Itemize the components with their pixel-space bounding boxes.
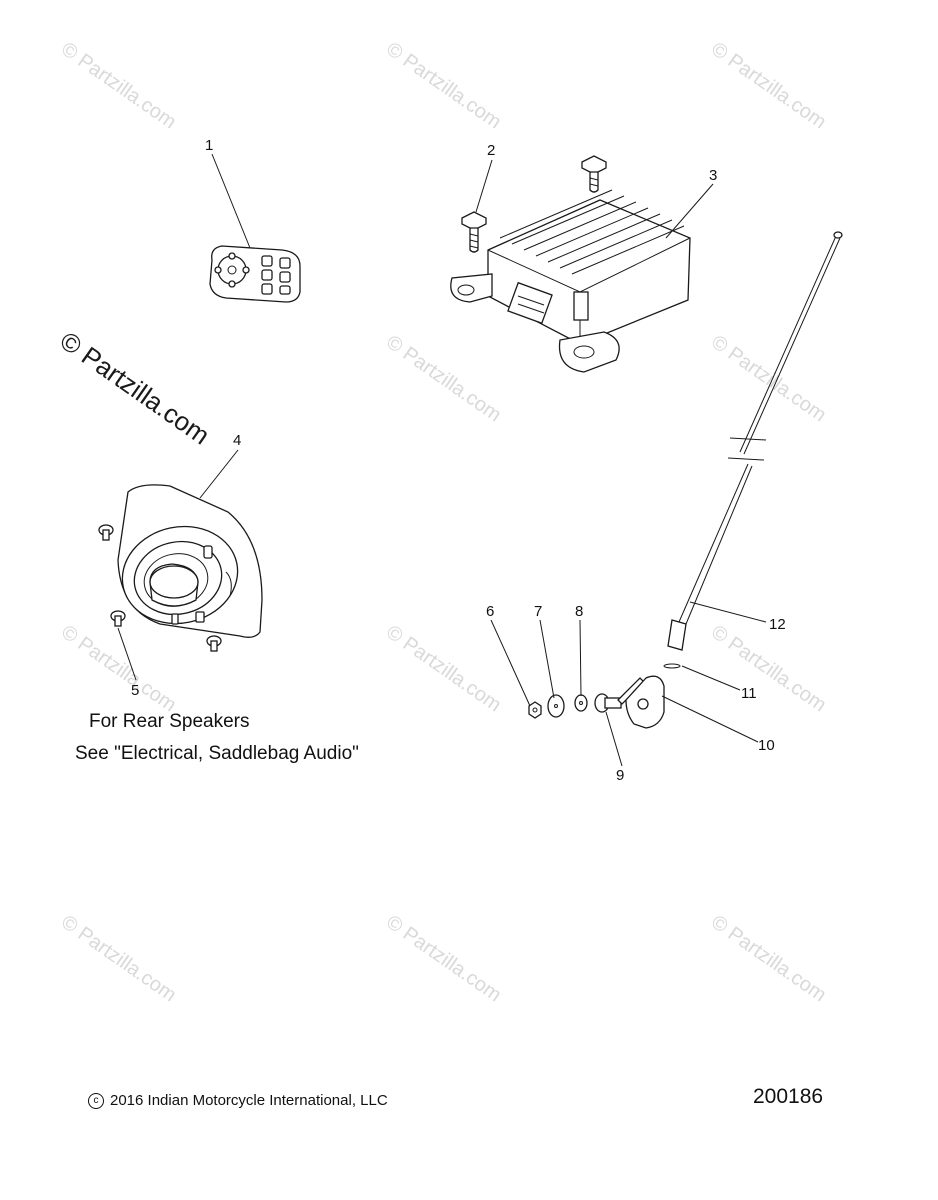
antenna-mount-icon[interactable] [594,677,645,713]
washer-icon[interactable] [547,694,565,718]
o-ring-icon[interactable] [663,663,681,669]
watermark: © Partzilla.com [57,38,180,133]
handlebar-switch-icon[interactable] [209,245,301,303]
washer-icon[interactable] [574,694,588,712]
callout-5: 5 [131,682,139,699]
watermark: © Partzilla.com [707,621,830,716]
watermark: © Partzilla.com [382,331,505,426]
callout-9: 9 [616,767,624,784]
audio-amplifier-module-icon[interactable] [450,189,691,373]
callout-6: 6 [486,603,494,620]
callout-4: 4 [233,432,241,449]
callout-labels: 1 2 3 4 5 6 7 8 9 10 11 12 [131,137,786,784]
watermark: © Partzilla.com [382,621,505,716]
callout-11: 11 [741,685,757,702]
screw-icon[interactable] [206,635,222,652]
watermark: © Partzilla.com [707,911,830,1006]
callout-7: 7 [534,603,542,620]
callout-1: 1 [205,137,213,154]
watermark: © Partzilla.com [382,38,505,133]
watermark: © Partzilla.com [57,911,180,1006]
speaker-icon[interactable] [113,484,263,638]
screw-icon[interactable] [98,524,114,541]
rear-speakers-note: For Rear Speakers [89,711,250,732]
copyright-text: 2016 Indian Motorcycle International, LL… [110,1092,388,1109]
callout-2: 2 [487,142,495,159]
nut-icon[interactable] [528,701,542,719]
watermark-prominent: © Partzilla.com [55,325,216,450]
watermark: © Partzilla.com [382,911,505,1006]
bolt-icon[interactable] [581,155,607,193]
antenna-bracket-icon[interactable] [625,675,665,729]
screw-icon[interactable] [110,610,126,627]
leader-lines [117,153,767,767]
saddlebag-audio-reference: See "Electrical, Saddlebag Audio" [75,743,359,764]
diagram-number: 200186 [753,1085,824,1108]
callout-10: 10 [758,737,775,754]
callout-12: 12 [769,616,786,633]
watermark: © Partzilla.com [57,621,180,716]
copyright-footer: c 2016 Indian Motorcycle International, L… [88,1092,388,1110]
antenna-mast-icon[interactable] [667,231,843,651]
callout-8: 8 [575,603,583,620]
callout-3: 3 [709,167,717,184]
watermark: © Partzilla.com [707,331,830,426]
copyright-icon: c [88,1093,104,1110]
bolt-icon[interactable] [461,211,487,253]
watermark: © Partzilla.com [707,38,830,133]
